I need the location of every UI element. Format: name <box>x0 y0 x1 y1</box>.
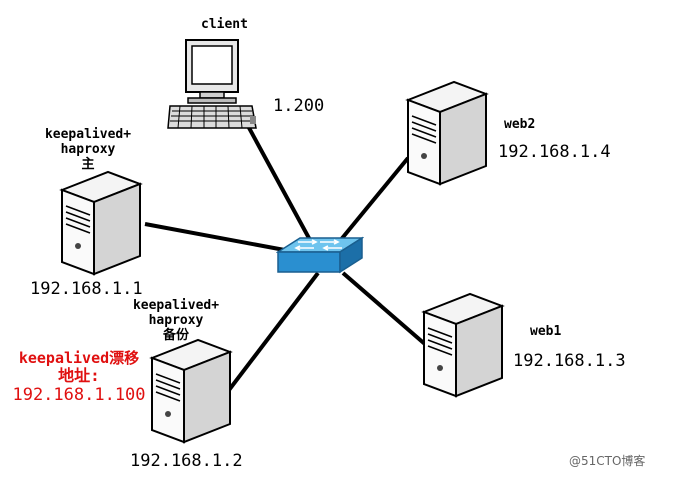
client-label: client <box>201 17 248 32</box>
web2-server-icon <box>405 80 489 186</box>
backup-label-line1: keepalived+ <box>132 298 220 313</box>
vip-note-line1: keepalived漂移 <box>18 349 140 367</box>
web2-ip: 192.168.1.4 <box>498 142 611 162</box>
web2-label: web2 <box>504 117 536 132</box>
web1-server-icon <box>421 292 505 398</box>
master-label: keepalived+ haproxy 主 <box>40 127 136 173</box>
backup-ip: 192.168.1.2 <box>130 451 243 471</box>
backup-label-line3: 备份 <box>162 327 189 343</box>
watermark: @51CTO博客 <box>569 454 646 468</box>
backup-label: keepalived+ haproxy 备份 <box>128 298 224 344</box>
master-label-line2: haproxy <box>60 141 116 157</box>
link-master-switch <box>144 222 291 253</box>
backup-label-line2: haproxy <box>148 312 204 328</box>
backup-server-icon <box>149 338 233 444</box>
link-web1-switch <box>341 271 428 347</box>
link-backup-switch <box>227 271 320 392</box>
vip-note-line3: 192.168.1.100 <box>12 384 146 405</box>
web1-label: web1 <box>530 324 562 339</box>
network-switch-icon <box>276 236 364 274</box>
vip-note: keepalived漂移 地址: 192.168.1.100 <box>2 349 156 405</box>
link-web2-switch <box>337 156 410 244</box>
master-label-line1: keepalived+ <box>44 127 132 142</box>
desktop-computer-icon <box>167 39 257 129</box>
link-client-switch <box>246 125 312 241</box>
master-ip: 192.168.1.1 <box>30 279 143 299</box>
vip-note-line2: 地址: <box>58 366 100 386</box>
web1-ip: 192.168.1.3 <box>513 351 626 371</box>
master-server-icon <box>59 170 143 276</box>
client-ip: 1.200 <box>273 96 325 116</box>
master-label-line3: 主 <box>81 156 95 172</box>
